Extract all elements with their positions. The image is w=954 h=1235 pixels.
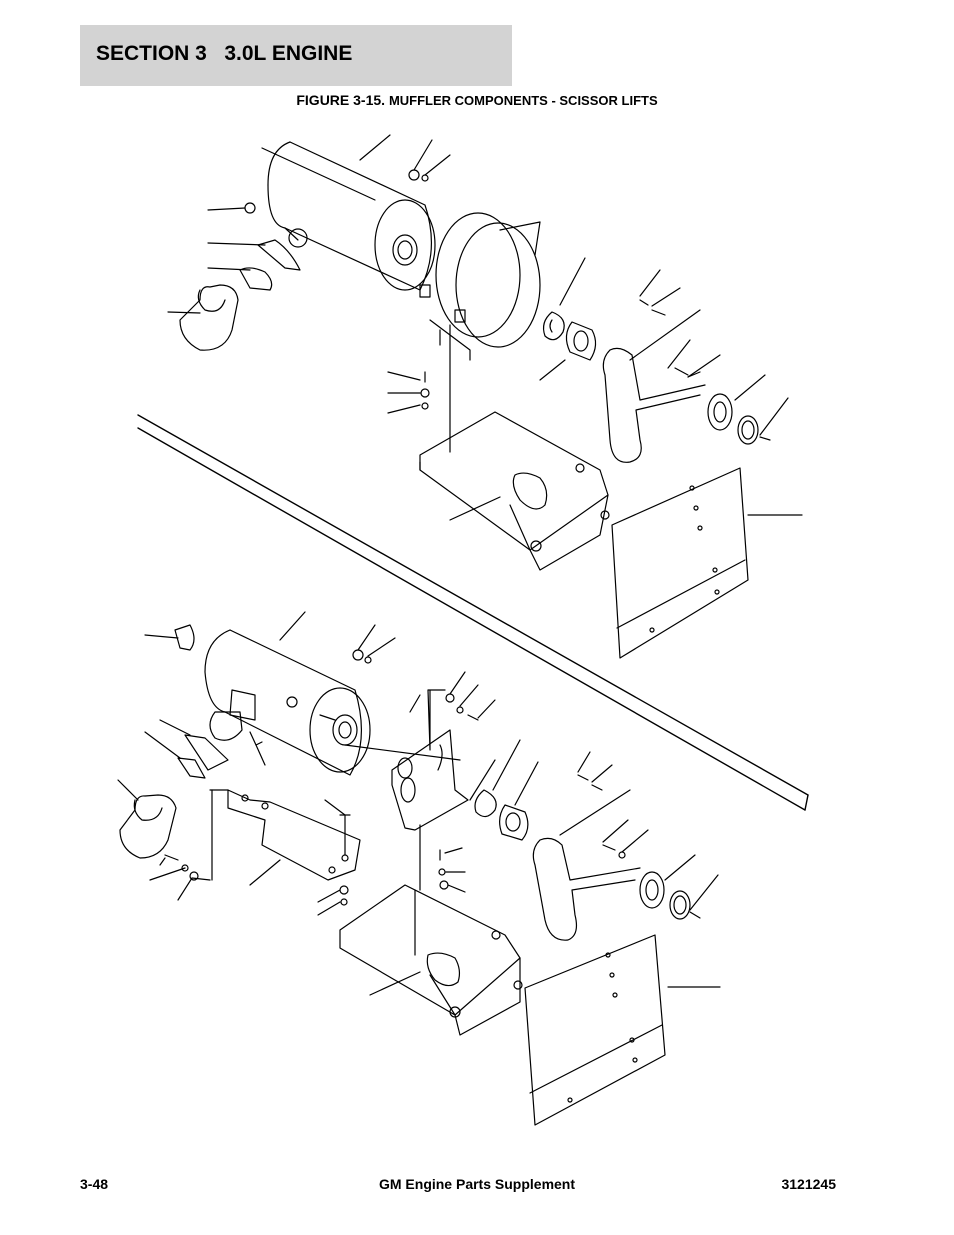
assembly-divider-line [137,414,809,811]
upper-mounting-plate [419,324,610,571]
lower-vertical-brackets [391,689,469,956]
figure-caption: FIGURE 3-15. MUFFLER COMPONENTS - SCISSO… [0,92,954,108]
upper-hardware [387,139,789,441]
upper-tail-adapter [167,202,301,351]
section-title: SECTION 3 3.0L ENGINE [96,42,353,65]
lower-pipe-fittings [117,711,266,859]
lower-mounting-plate [339,884,523,1036]
upper-exhaust-fittings [539,257,597,381]
upper-muffler-clamp-bands [419,212,541,361]
lower-tailpipe [532,789,719,941]
lower-heat-shield [524,934,721,1126]
upper-muffler [261,134,436,291]
lower-muffler [204,611,461,776]
footer-page-number: 3-48 [80,1176,109,1192]
section-banner: SECTION 3 3.0L ENGINE [80,25,512,86]
footer-document-title: GM Engine Parts Supplement [378,1176,576,1192]
figure-title: MUFFLER COMPONENTS - SCISSOR LIFTS [388,93,658,108]
figure-number: FIGURE 3-15. [296,92,386,108]
footer-document-number: 3121245 [781,1176,836,1192]
upper-heat-shield [611,467,803,659]
lower-mounting-bracket [227,789,361,886]
lower-hardware [144,624,649,916]
lower-exhaust-fittings [469,739,539,841]
upper-tailpipe [602,309,759,463]
